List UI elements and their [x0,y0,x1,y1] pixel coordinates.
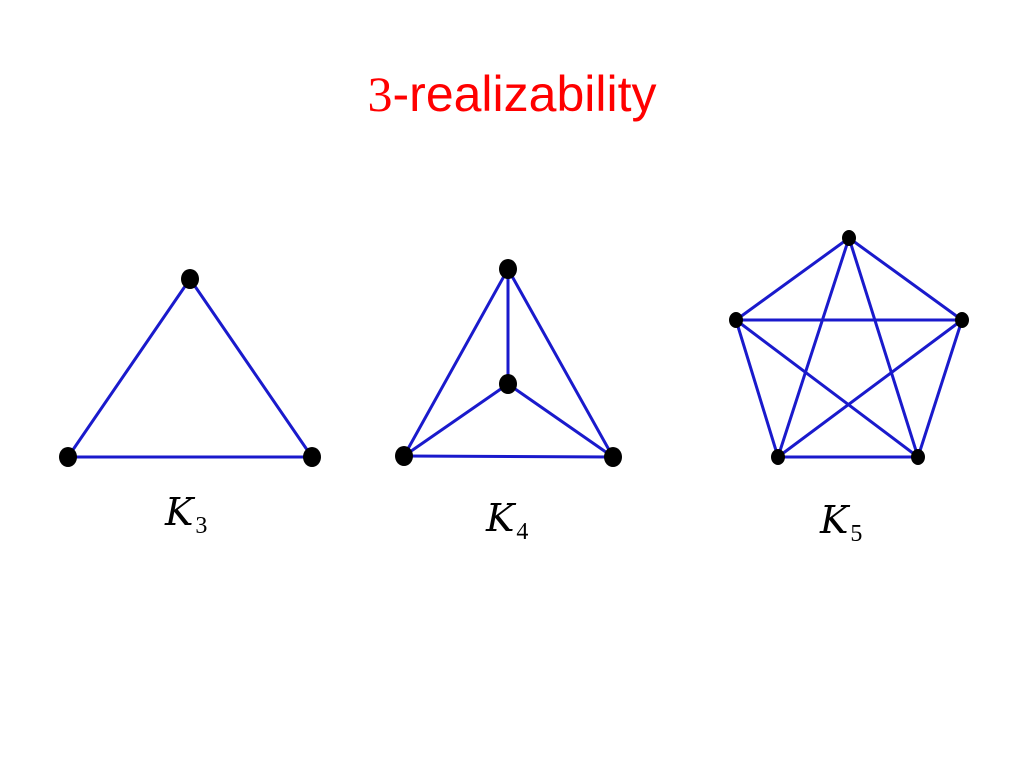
k4-vertex-4 [499,374,517,394]
label-k5-letter: K [820,498,849,542]
graph-k5 [729,230,969,465]
k4-edge-2-4 [402,382,510,458]
graph-k3 [59,269,321,467]
k3-edge-1-2 [66,277,192,459]
title-text: -realizability [392,66,657,122]
label-k3-letter: K [165,490,194,534]
title-number: 3 [367,66,393,122]
k4-edge-1-3 [506,267,615,459]
k4-edge-2-3 [402,454,615,459]
k4-edge-3-4 [506,382,615,459]
k3-vertex-3 [303,447,321,467]
k5-edge-2-3 [916,318,964,459]
k5-edge-1-5 [734,236,851,322]
slide-title: 3-realizability [0,62,1024,126]
k5-edge-1-3 [847,236,920,459]
k5-edge-1-2 [847,236,964,322]
k3-vertex-1 [181,269,199,289]
k4-vertex-3 [604,447,622,467]
k3-edge-1-3 [188,277,314,459]
label-k4: K4 [486,498,528,552]
label-k5: K5 [820,500,862,554]
k5-vertex-1 [842,230,856,246]
graph-k4 [395,259,622,467]
k5-vertex-3 [911,449,925,465]
k5-edge-3-5 [734,318,920,459]
label-k4-subscript: 4 [516,519,529,545]
label-k3: K3 [165,492,207,546]
k4-edge-1-2 [402,267,510,458]
label-k3-subscript: 3 [195,513,208,539]
k5-vertex-2 [955,312,969,328]
k5-vertex-4 [771,449,785,465]
label-k4-letter: K [486,496,515,540]
k5-edge-4-5 [734,318,780,459]
k5-edge-2-4 [776,318,964,459]
k4-vertex-1 [499,259,517,279]
k3-vertex-2 [59,447,77,467]
label-k5-subscript: 5 [850,521,863,547]
k5-edge-1-4 [776,236,851,459]
k4-vertex-2 [395,446,413,466]
k5-vertex-5 [729,312,743,328]
